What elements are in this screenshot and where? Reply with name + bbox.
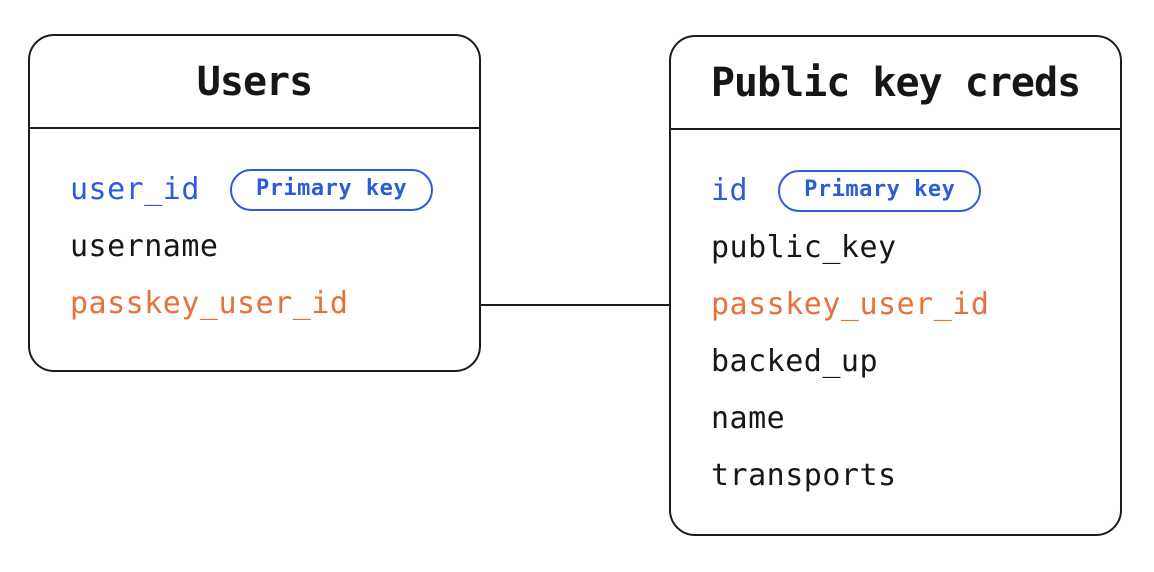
field-name: user_id: [70, 172, 200, 207]
field-name: backed_up: [711, 344, 879, 379]
field-row: transports: [711, 447, 1120, 504]
primary-key-badge: Primary key: [778, 169, 982, 212]
entity-table-public-key-creds: Public key creds id Primary key public_key…: [669, 35, 1122, 536]
field-row: name: [711, 390, 1120, 447]
table-header: Public key creds: [671, 37, 1120, 130]
field-row: passkey_user_id: [711, 276, 1120, 333]
field-name: transports: [711, 458, 897, 493]
field-name: username: [70, 229, 219, 264]
field-row: username: [70, 218, 479, 275]
table-header: Users: [30, 36, 479, 129]
relationship-line: [480, 304, 670, 306]
field-name: passkey_user_id: [70, 286, 349, 321]
field-name: passkey_user_id: [711, 287, 990, 322]
field-list: user_id Primary key username passkey_user_i…: [30, 129, 479, 332]
field-name: id: [711, 173, 749, 208]
field-name: public_key: [711, 230, 897, 265]
field-row: passkey_user_id: [70, 275, 479, 332]
table-title: Users: [196, 58, 313, 105]
field-row: user_id Primary key: [70, 161, 479, 218]
table-title: Public key creds: [710, 59, 1081, 106]
field-row: public_key: [711, 219, 1120, 276]
entity-table-users: Users user_id Primary key username passkey_…: [28, 34, 481, 372]
field-row: id Primary key: [711, 162, 1120, 219]
primary-key-badge: Primary key: [229, 168, 434, 211]
field-name: name: [711, 401, 786, 436]
field-row: backed_up: [711, 333, 1120, 390]
